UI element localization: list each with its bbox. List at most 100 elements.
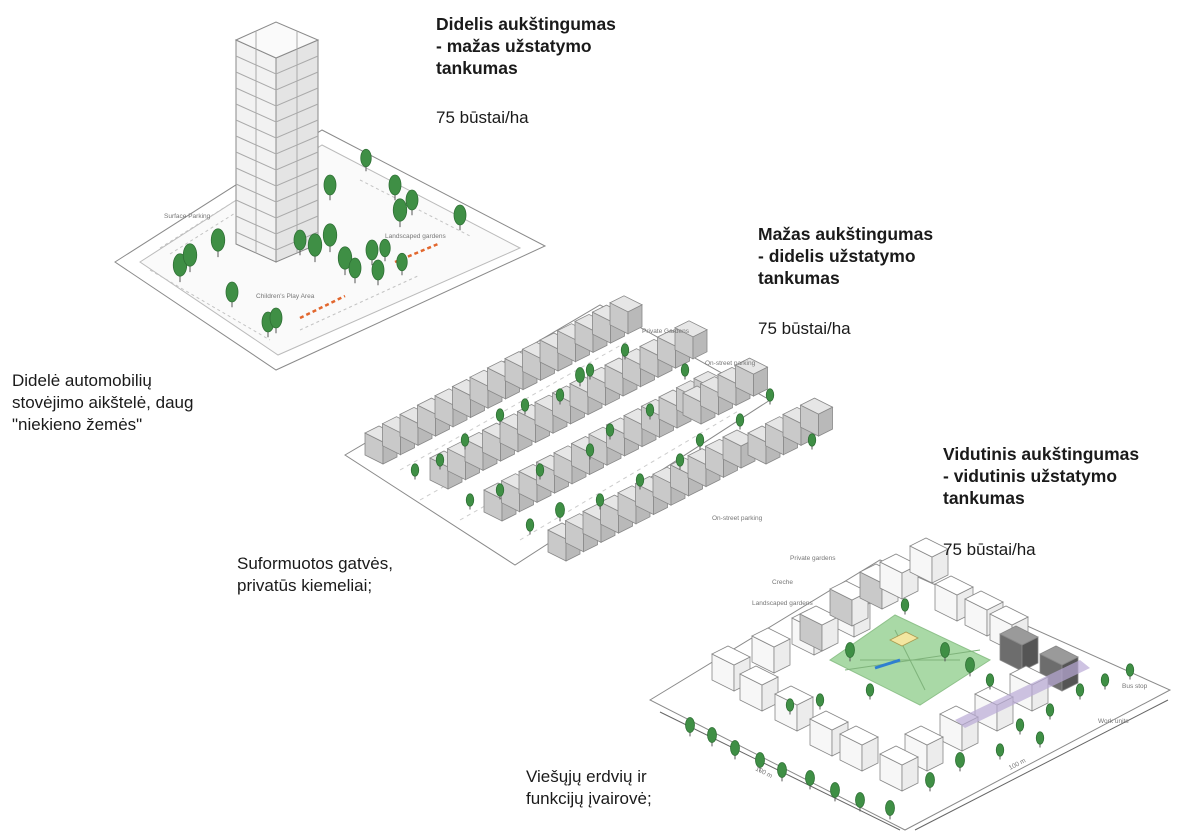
tree — [885, 800, 895, 820]
tree-crown — [1045, 703, 1055, 717]
tree-crown — [465, 493, 475, 507]
scenario-1-caption: Didelė automobilių stovėjimo aikštelė, d… — [12, 370, 277, 436]
tree-crown — [1075, 683, 1085, 697]
label-bus-stop: Bus stop — [1122, 683, 1148, 690]
tree-crown — [645, 403, 655, 417]
tree-crown — [805, 770, 815, 786]
tree-crown — [410, 463, 420, 477]
scenario-1-caption-line-2: stovėjimo aikštelė, daug — [12, 393, 194, 412]
tree-crown — [765, 388, 775, 402]
block-building — [799, 605, 839, 652]
tree-crown — [855, 792, 865, 808]
terrace-rows — [364, 295, 834, 562]
tree-crown — [635, 473, 645, 487]
tree — [269, 307, 283, 334]
tree — [730, 740, 740, 760]
tree — [410, 463, 420, 480]
creche-building — [889, 631, 919, 647]
terrace-house — [416, 397, 451, 437]
tree — [495, 483, 505, 500]
scenario-2-title-line-1: Mažas aukštingumas — [758, 224, 934, 244]
block-building-roof — [989, 605, 1029, 626]
tree-crown — [955, 752, 965, 768]
tree-crown — [965, 657, 975, 673]
block-building — [751, 627, 791, 674]
scenario-1-caption-line-1: Didelė automobilių — [12, 371, 152, 390]
tree-crown — [337, 246, 353, 270]
tree-crown — [1015, 718, 1025, 732]
scenario-1-title-line-2: - mažas užstatymo — [436, 36, 592, 56]
label-private-gardens-block: Private gardens — [790, 555, 836, 562]
scenario-3-title: Vidutinis aukštingumas - vidutinis užsta… — [943, 443, 1193, 509]
tree — [925, 772, 935, 792]
block-building — [879, 745, 919, 792]
tree-crown — [575, 367, 585, 383]
tree — [815, 693, 825, 710]
tree — [900, 598, 910, 615]
tree — [1035, 731, 1045, 748]
tree-crown — [845, 642, 855, 658]
tree-crown — [371, 259, 385, 281]
tree — [985, 673, 995, 690]
tree — [830, 782, 840, 802]
block-building-roof — [739, 665, 779, 686]
tree-crown — [680, 363, 690, 377]
terrace-house — [734, 357, 769, 397]
terrace-trees — [410, 343, 817, 535]
tree — [465, 493, 475, 510]
label-work-units: Work units — [1098, 718, 1129, 725]
tree-crown — [535, 463, 545, 477]
tree-crown — [585, 443, 595, 457]
tree-crown — [777, 762, 787, 778]
tree — [182, 243, 198, 273]
tree-crown — [396, 252, 408, 272]
tree — [755, 752, 765, 772]
tree — [405, 189, 419, 216]
tree — [680, 363, 690, 380]
tree — [453, 204, 467, 231]
tree — [379, 238, 391, 262]
tree-crown — [307, 233, 323, 257]
tree — [388, 174, 402, 201]
block-building-roof — [904, 725, 944, 746]
tree — [620, 343, 630, 360]
tree — [365, 239, 379, 266]
tower-trees — [172, 148, 467, 338]
block-building-roof — [751, 627, 791, 648]
block-building-roof — [964, 590, 1004, 611]
tree — [845, 642, 855, 662]
block-trees — [685, 598, 1135, 820]
tree-crown — [785, 698, 795, 712]
tree — [337, 246, 353, 276]
tree-crown — [365, 239, 379, 261]
scenario-1-title-line-1: Didelis aukštingumas — [436, 14, 616, 34]
tree-crown — [730, 740, 740, 756]
tree — [595, 493, 605, 510]
block-building-roof — [909, 537, 949, 558]
label-dimension-1: 100 m — [754, 766, 773, 780]
tree-crown — [225, 281, 239, 303]
tree-crown — [293, 229, 307, 251]
tree-crown — [453, 204, 467, 226]
scenario-3-density: 75 būstai/ha — [943, 540, 1036, 559]
tree-crown — [323, 174, 337, 196]
tower-floor-lines — [235, 31, 319, 253]
terrace-house — [570, 436, 605, 476]
tree-crown — [807, 433, 817, 447]
tree — [360, 148, 372, 172]
tree-crown — [595, 493, 605, 507]
tree — [396, 252, 408, 276]
tree — [585, 443, 595, 460]
scenario-2-title-line-2: - didelis užstatymo — [758, 246, 916, 266]
tree-crown — [815, 693, 825, 707]
tree — [1075, 683, 1085, 700]
tree-crown — [1035, 731, 1045, 745]
tree-crown — [900, 598, 910, 612]
label-on-street-parking-1: On-street parking — [705, 360, 756, 367]
scenario-2-title: Mažas aukštingumas - didelis užstatymo t… — [758, 223, 998, 289]
scenario-3-caption-line-2: funkcijų įvairovė; — [526, 789, 652, 808]
tree-crown — [555, 388, 565, 402]
tree — [348, 257, 362, 284]
tree-crown — [925, 772, 935, 788]
